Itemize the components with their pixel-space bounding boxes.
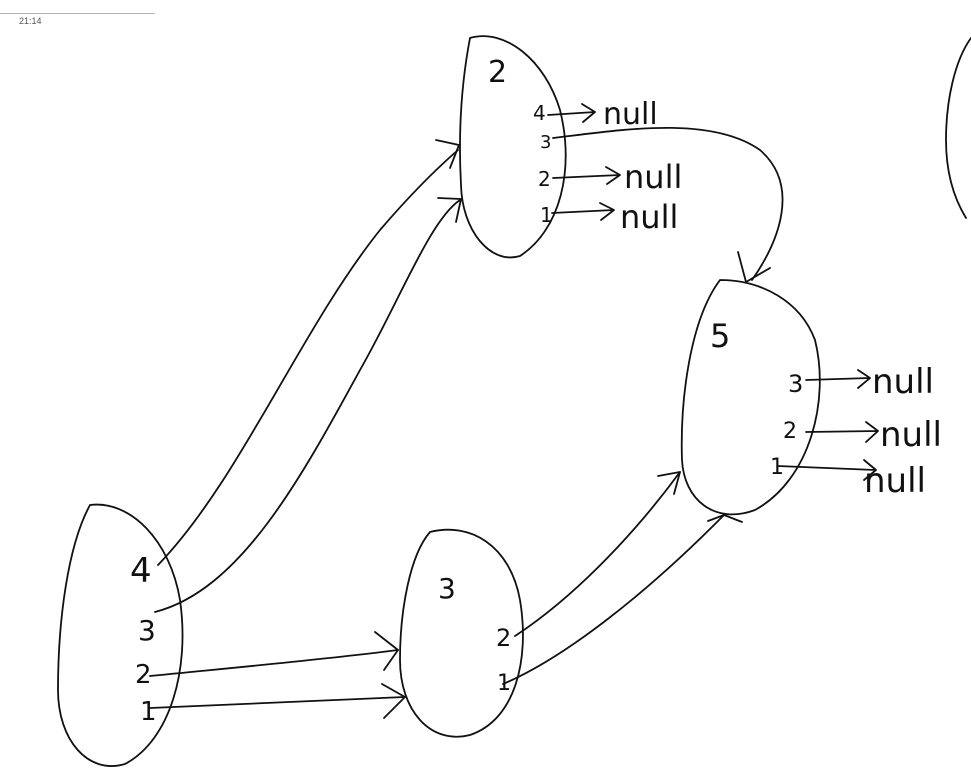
node-2-slot-1-arrow	[551, 202, 615, 221]
node-2-slot-4-arrow	[547, 103, 596, 123]
node-4-outline	[57, 503, 184, 767]
edge-node-4-slot-1-to-node-3	[149, 696, 406, 709]
node-5-slot-1-arrow	[777, 459, 877, 481]
node-4-label: 4	[130, 551, 152, 591]
node-2-slot-4-target: null	[603, 97, 658, 132]
node-3-label: 3	[438, 572, 456, 605]
edge-node-3-slot-2-to-node-5	[514, 471, 681, 637]
partial-node-outline	[945, 37, 971, 219]
node-2-slot-4: 4	[533, 101, 546, 125]
edge-node-2-slot-3-to-node-5	[552, 126, 784, 281]
node-5-slot-2: 2	[783, 419, 797, 444]
edge-node-3-slot-1-to-node-5	[502, 514, 725, 685]
node-5: 5 3 2 1 null null null	[680, 279, 942, 516]
status-bar: 21:14	[0, 0, 971, 30]
node-5-slot-1: 1	[770, 455, 784, 480]
edge-node-4-to-node-2-arrowhead-1	[435, 139, 460, 169]
node-2-slot-1-target: null	[620, 198, 678, 236]
edge-node-3-to-node-5-arrowhead-2	[707, 514, 743, 523]
node-4-slot-2: 2	[135, 660, 152, 690]
edge-node-4-slot-2-to-node-3	[149, 649, 399, 677]
node-2-slot-3: 3	[540, 132, 551, 153]
node-2: 2 4 3 2 1 null null null	[459, 35, 682, 259]
edge-node-4-to-node-3-arrowhead-2	[381, 683, 406, 719]
edge-node-2-to-node-5-arrowhead	[737, 251, 771, 283]
node-4: 4 3 2 1	[57, 503, 184, 767]
node-5-slot-3: 3	[788, 370, 803, 398]
node-5-slot-3-target: null	[872, 362, 934, 402]
edge-node-4-slot-4-to-node-2	[157, 149, 459, 566]
node-3-outline	[399, 528, 524, 738]
node-2-outline	[459, 35, 567, 259]
node-2-label: 2	[488, 55, 507, 90]
node-3-slot-2: 2	[496, 624, 511, 652]
status-time: 21:14	[19, 16, 42, 26]
node-2-slot-1: 1	[540, 203, 553, 227]
node-3: 3 2 1	[399, 528, 524, 738]
node-5-label: 5	[710, 317, 730, 355]
edge-node-4-slot-3-to-node-2	[154, 199, 461, 613]
node-2-slot-2: 2	[538, 167, 551, 191]
node-4-slot-3: 3	[138, 614, 156, 647]
node-5-slot-2-arrow	[805, 421, 879, 443]
edge-node-4-to-node-3-arrowhead-1	[374, 631, 399, 671]
edge-node-4-to-node-2-arrowhead-2	[437, 197, 462, 223]
node-5-slot-2-target: null	[880, 415, 942, 455]
node-4-slot-1: 1	[140, 697, 157, 727]
edge-node-3-to-node-5-arrowhead-1	[657, 471, 681, 495]
node-2-slot-2-target: null	[624, 158, 682, 196]
node-5-slot-3-arrow	[805, 369, 871, 389]
node-5-slot-1-target: null	[864, 461, 926, 501]
node-2-slot-2-arrow	[552, 166, 621, 185]
status-divider	[0, 13, 155, 14]
node-5-outline	[680, 279, 821, 516]
